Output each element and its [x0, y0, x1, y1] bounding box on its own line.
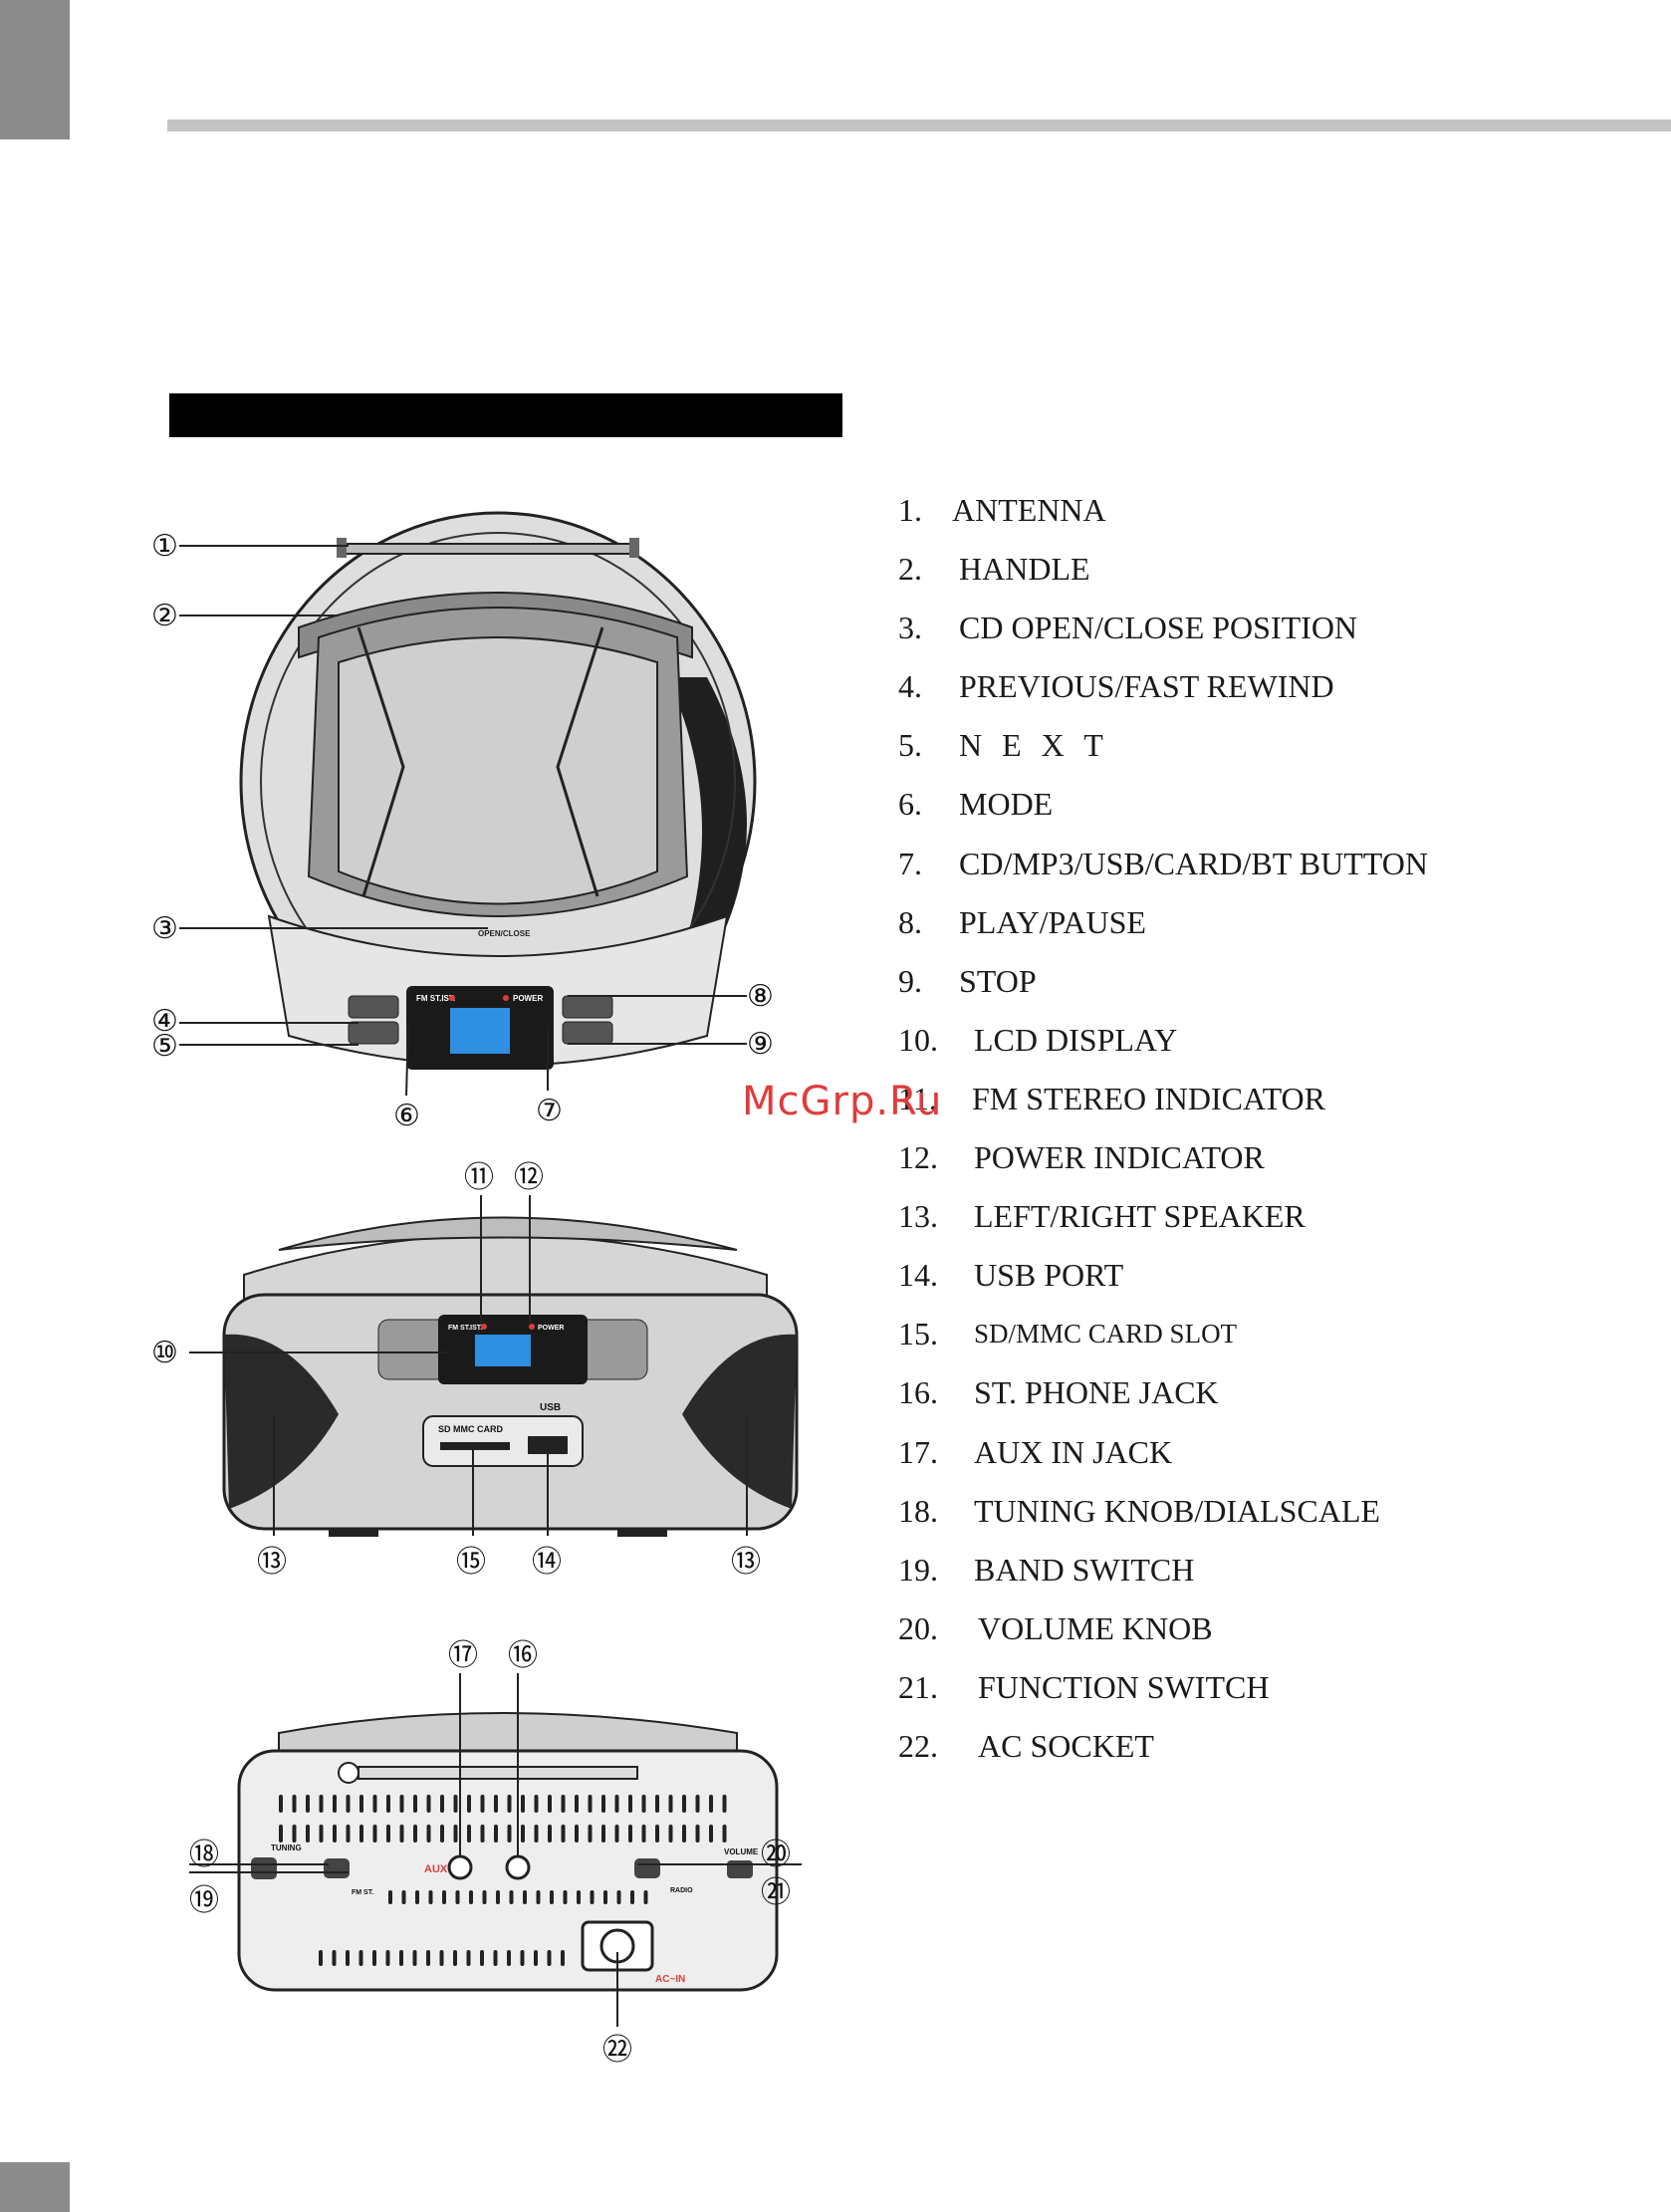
power-indicator-front: POWER — [538, 1325, 564, 1332]
part-number: 10. — [898, 1021, 938, 1058]
radio-label: RADIO — [670, 1887, 693, 1894]
part-number: 19. — [898, 1551, 938, 1588]
part-number: 4. — [898, 668, 922, 705]
callout-14: ⑭ — [532, 1546, 562, 1579]
callout-19: ⑲ — [189, 1884, 219, 1917]
part-number: 21. — [898, 1668, 938, 1705]
part-label: PLAY/PAUSE — [959, 903, 1146, 940]
callout-21: ㉑ — [761, 1876, 791, 1909]
part-label: AC SOCKET — [978, 1727, 1154, 1764]
callout-1: ① — [151, 530, 178, 563]
part-label: PREVIOUS/FAST REWIND — [959, 668, 1334, 705]
part-label: ST. PHONE JACK — [974, 1374, 1219, 1411]
part-label: LEFT/RIGHT SPEAKER — [974, 1198, 1306, 1235]
part-number: 6. — [898, 786, 922, 823]
callout-10: ⑩ — [151, 1337, 178, 1369]
callout-4: ④ — [151, 1005, 178, 1038]
back-view-diagram: AUX TUNING FM ST. VOLUME RADIO AC~IN ⑯ ⑰… — [149, 1633, 807, 2091]
tuning-label: TUNING — [271, 1843, 302, 1852]
usb-label: USB — [540, 1402, 561, 1413]
part-number: 2. — [898, 551, 922, 588]
part-number: 5. — [898, 727, 922, 764]
callout-17: ⑰ — [448, 1639, 478, 1672]
part-label: USB PORT — [974, 1257, 1124, 1294]
part-number: 7. — [898, 845, 922, 881]
part-number: 14. — [898, 1257, 938, 1294]
open-close-text: OPEN/CLOSE — [478, 929, 531, 938]
part-label: POWER INDICATOR — [974, 1139, 1265, 1176]
callout-5: ⑤ — [151, 1030, 178, 1063]
callout-9: ⑨ — [747, 1028, 774, 1061]
part-label: HANDLE — [959, 551, 1090, 588]
part-label: CD/MP3/USB/CARD/BT BUTTON — [959, 845, 1428, 881]
volume-label: VOLUME — [724, 1847, 759, 1856]
part-number: 11. — [898, 1080, 937, 1116]
vent-slots — [279, 1795, 727, 1966]
callout-2: ② — [151, 600, 178, 632]
sd-card-label: SD MMC CARD — [438, 1424, 503, 1434]
callout-11: ⑪ — [464, 1161, 494, 1194]
part-label: FM STEREO INDICATOR — [972, 1080, 1325, 1116]
part-number: 9. — [898, 962, 922, 999]
part-label: N E X T — [959, 727, 1109, 764]
ac-in-label: AC~IN — [655, 1974, 685, 1985]
callout-13-right: ⑬ — [731, 1546, 761, 1579]
part-number: 3. — [898, 610, 922, 646]
part-label: FUNCTION SWITCH — [978, 1668, 1270, 1705]
part-label: LCD DISPLAY — [974, 1021, 1178, 1058]
callout-6: ⑥ — [393, 1100, 420, 1132]
callout-12: ⑫ — [514, 1161, 544, 1194]
callout-20: ⑳ — [761, 1839, 791, 1871]
aux-label: AUX — [424, 1863, 448, 1875]
watermark: McGrp.Ru — [742, 1079, 943, 1124]
fm-st-indicator-front: FM ST.IST. — [448, 1325, 482, 1332]
front-view-diagram: FM ST.IST. POWER SD MMC CARD USB ⑩ ⑪ ⑫ ⑬… — [149, 1155, 807, 1594]
page-corner-tab-top — [0, 0, 70, 139]
callout-18: ⑱ — [189, 1839, 219, 1871]
part-label: MODE — [959, 786, 1054, 823]
part-label: BAND SWITCH — [974, 1551, 1195, 1588]
section-title-bar — [169, 393, 842, 437]
part-label: TUNING KNOB/DIALSCALE — [974, 1492, 1380, 1529]
part-number: 22. — [898, 1727, 938, 1764]
page-corner-tab-bottom — [0, 2162, 70, 2212]
lcd-display-front — [475, 1335, 531, 1366]
part-label: AUX IN JACK — [974, 1433, 1173, 1470]
callout-16: ⑯ — [508, 1639, 538, 1672]
part-label: VOLUME KNOB — [978, 1609, 1213, 1646]
callout-15: ⑮ — [456, 1546, 486, 1579]
band-label: FM ST. — [352, 1889, 373, 1896]
part-number: 1. — [898, 492, 922, 528]
part-number: 12. — [898, 1139, 938, 1176]
callout-7: ⑦ — [536, 1095, 563, 1127]
callout-3: ③ — [151, 912, 178, 945]
callout-22: ㉒ — [602, 2034, 632, 2067]
fm-st-indicator-top: FM ST.IST. — [416, 994, 455, 1003]
part-label: STOP — [959, 962, 1037, 999]
power-indicator-top: POWER — [513, 994, 543, 1003]
top-view-diagram: OPEN/CLOSE FM ST.IST. POWER ① ② ③ ④ ⑤ ⑥ … — [149, 498, 807, 1135]
part-label: SD/MMC CARD SLOT — [974, 1319, 1238, 1350]
part-label: ANTENNA — [952, 492, 1106, 528]
part-label: CD OPEN/CLOSE POSITION — [959, 610, 1358, 646]
callout-13-left: ⑬ — [257, 1546, 287, 1579]
callout-8: ⑧ — [747, 980, 774, 1013]
lcd-display-top — [450, 1008, 510, 1054]
part-number: 20. — [898, 1609, 938, 1646]
part-number: 16. — [898, 1374, 938, 1411]
part-number: 15. — [898, 1316, 938, 1352]
part-number: 8. — [898, 903, 922, 940]
part-number: 18. — [898, 1492, 938, 1529]
part-number: 13. — [898, 1198, 938, 1235]
part-number: 17. — [898, 1433, 938, 1470]
header-rule — [167, 120, 1671, 131]
